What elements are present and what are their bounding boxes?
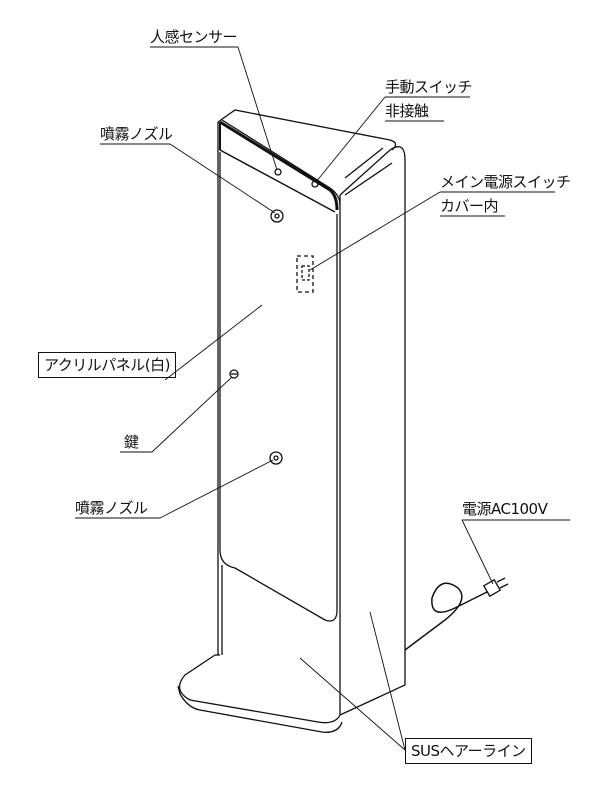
spray-nozzle-bottom — [269, 451, 283, 465]
label-key: 鍵 — [124, 433, 139, 451]
label-acrylic-panel: アクリルパネル(白) — [38, 352, 176, 378]
label-human-sensor: 人感センサー — [150, 28, 238, 46]
spray-nozzle-top — [270, 209, 284, 223]
human-sensor — [274, 168, 282, 176]
label-sus-hairline: SUSヘアーライン — [405, 738, 532, 764]
label-manual-switch: 手動スイッチ — [385, 78, 473, 96]
label-main-power-switch: メイン電源スイッチ — [440, 173, 571, 191]
acrylic-panel — [219, 152, 338, 622]
key-lock — [229, 369, 239, 379]
column-top — [217, 109, 397, 151]
main-power-switch — [296, 255, 314, 293]
base-plate — [178, 654, 341, 724]
label-non-contact: 非接触 — [385, 102, 429, 120]
power-plug — [482, 577, 509, 598]
power-cord — [404, 582, 488, 651]
label-inside-cover: カバー内 — [440, 197, 499, 215]
label-power-supply: 電源AC100V — [462, 500, 548, 518]
label-spray-nozzle-top: 噴霧ノズル — [100, 125, 173, 143]
sensor-band — [219, 120, 339, 211]
column-side — [339, 146, 406, 716]
manual-switch-sensor — [311, 180, 319, 188]
label-spray-nozzle-bottom: 噴霧ノズル — [75, 499, 148, 517]
leader-lines — [75, 46, 570, 751]
